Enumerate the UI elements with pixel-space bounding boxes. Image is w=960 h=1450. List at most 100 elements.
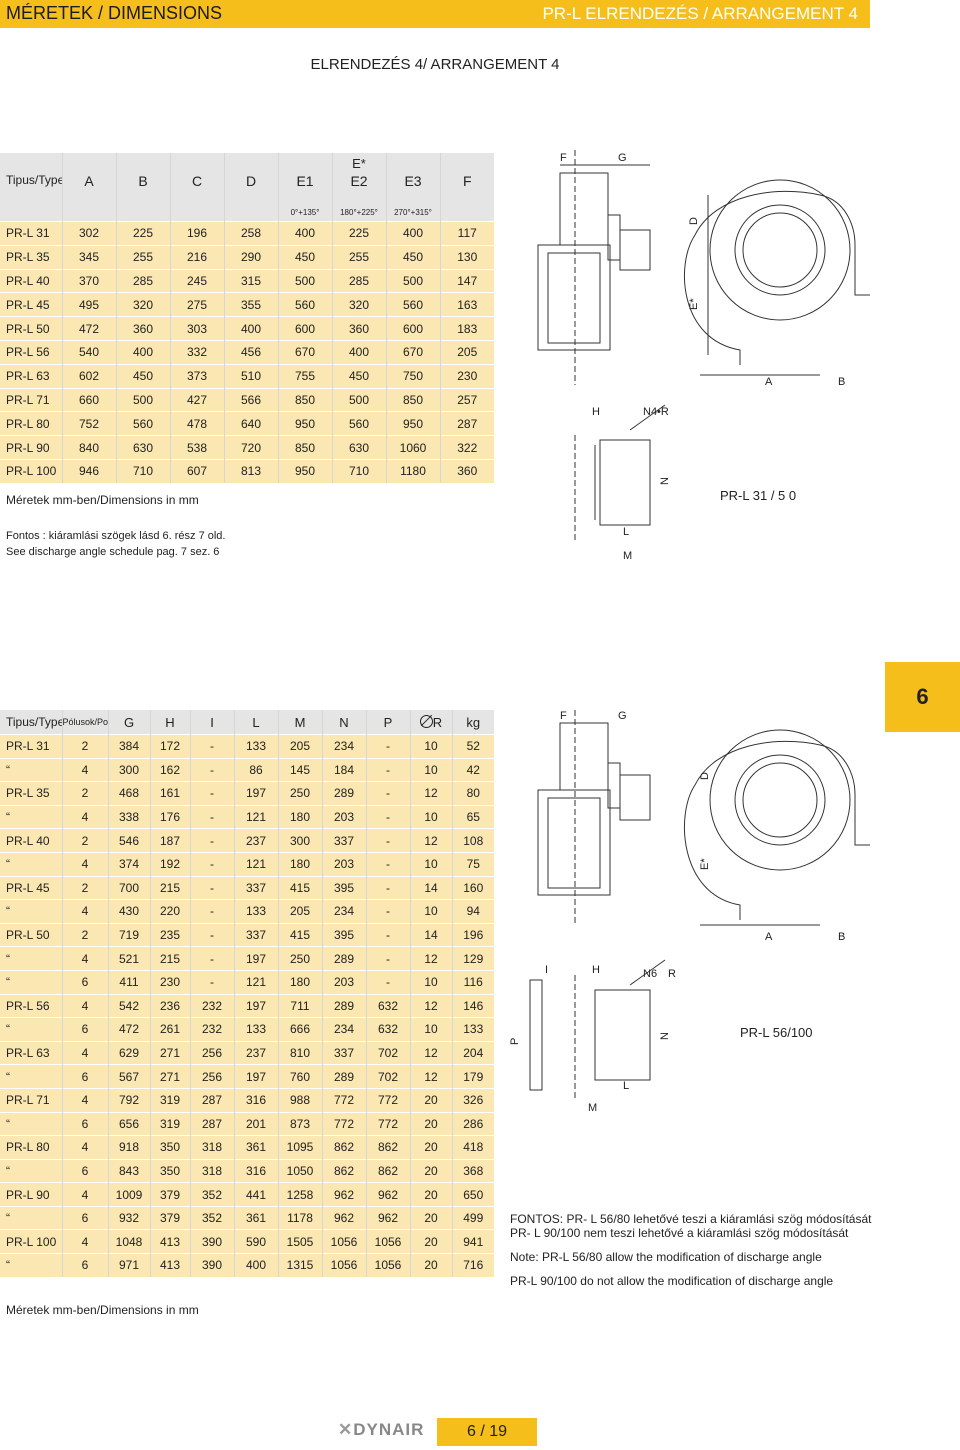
label-m: M [623, 550, 632, 562]
label-e: E* [688, 298, 700, 310]
table-cell: 20 [409, 1087, 452, 1112]
table-cell: - [365, 804, 410, 829]
table-cell: 4 [61, 993, 108, 1018]
table-cell: 337 [233, 922, 278, 947]
table-cell: 203 [321, 969, 366, 995]
table-cell: 201 [233, 1111, 278, 1136]
header-e1: E1 [277, 173, 332, 203]
table-cell: 379 [149, 1205, 190, 1230]
table-cell: 4 [61, 851, 108, 877]
table-cell: 411 [107, 969, 150, 995]
table-cell: - [365, 922, 410, 947]
header-cell [61, 153, 116, 173]
table-cell: 538 [169, 435, 224, 460]
table-cell: 42 [451, 757, 494, 782]
label-l: L [623, 1080, 629, 1092]
table-cell: 129 [451, 946, 494, 971]
table-cell: 318 [189, 1135, 234, 1160]
table-cell: 962 [365, 1205, 410, 1230]
leader-line [629, 959, 666, 986]
mounting-plate [529, 979, 543, 1091]
label-g: G [618, 152, 627, 164]
table-cell: 204 [451, 1040, 494, 1065]
table-cell: 20 [409, 1253, 452, 1277]
table-cell: 666 [277, 1017, 322, 1042]
table-cell: 258 [223, 221, 278, 246]
table-cell: 237 [233, 1040, 278, 1065]
table-cell: 10 [409, 804, 452, 829]
brand-logo: ✕DYNAIR [338, 1420, 424, 1440]
table-cell: 20 [409, 1182, 452, 1207]
page-subtitle: ELRENDEZÉS 4/ ARRANGEMENT 4 [310, 56, 560, 73]
table-cell: 275 [169, 292, 224, 317]
inlet-flange-inner [742, 212, 818, 288]
table-cell: “ [0, 1253, 62, 1277]
table-cell: 261 [149, 1017, 190, 1042]
table-cell: PR-L 100 [0, 1229, 62, 1254]
table-cell: 4 [61, 804, 108, 829]
table-cell: 94 [451, 899, 494, 924]
table-cell: 216 [169, 244, 224, 270]
front-view-housing [559, 722, 609, 791]
table-cell: 197 [233, 946, 278, 971]
table-cell: 256 [189, 1064, 234, 1089]
table-cell: 711 [277, 993, 322, 1018]
header-b: B [115, 173, 170, 203]
header-cell [439, 203, 494, 222]
table-cell: 413 [149, 1253, 190, 1277]
table-cell: - [365, 757, 410, 782]
table-cell: 245 [169, 268, 224, 293]
table-cell: 318 [189, 1158, 234, 1183]
table-cell: 20 [409, 1111, 452, 1136]
table-cell: 500 [331, 387, 386, 412]
table-cell: 566 [223, 387, 278, 412]
note-en-2: PR-L 90/100 do not allow the modificatio… [510, 1274, 834, 1288]
table-cell: 918 [107, 1135, 150, 1160]
table-cell: 862 [321, 1158, 366, 1183]
header-cell [223, 153, 278, 173]
table-cell: 560 [115, 411, 170, 436]
header-e1-angle: 0°+135° [277, 203, 332, 222]
table-cell: - [365, 899, 410, 924]
table-cell: 360 [439, 458, 494, 483]
table-cell: “ [0, 1017, 62, 1042]
header-r: R [409, 710, 452, 735]
table-cell: PR-L 63 [0, 1040, 62, 1065]
header-poles: Pólusok/Poles [61, 710, 108, 735]
table-cell: - [189, 969, 234, 995]
table-cell: 183 [439, 316, 494, 341]
table-cell: 400 [277, 221, 332, 246]
table-cell: 840 [61, 435, 116, 460]
table-cell: 495 [61, 292, 116, 317]
header-g: G [107, 710, 150, 735]
table-cell: 75 [451, 851, 494, 877]
table-cell: 316 [233, 1087, 278, 1112]
table-cell: 230 [149, 969, 190, 995]
table-cell: 521 [107, 946, 150, 971]
table-cell: 162 [149, 757, 190, 782]
table-cell: PR-L 40 [0, 828, 62, 853]
table-cell: “ [0, 1205, 62, 1230]
table-cell: 760 [277, 1064, 322, 1089]
table-cell: 450 [277, 244, 332, 270]
model-label-1: PR-L 31 / 5 0 [720, 488, 796, 503]
table-cell: 205 [277, 734, 322, 759]
table-cell: 289 [321, 946, 366, 971]
table-cell: 196 [169, 221, 224, 246]
table-cell: 2 [61, 922, 108, 947]
table-cell: 4 [61, 757, 108, 782]
table-cell: 225 [115, 221, 170, 246]
table-cell: PR-L 31 [0, 221, 62, 246]
